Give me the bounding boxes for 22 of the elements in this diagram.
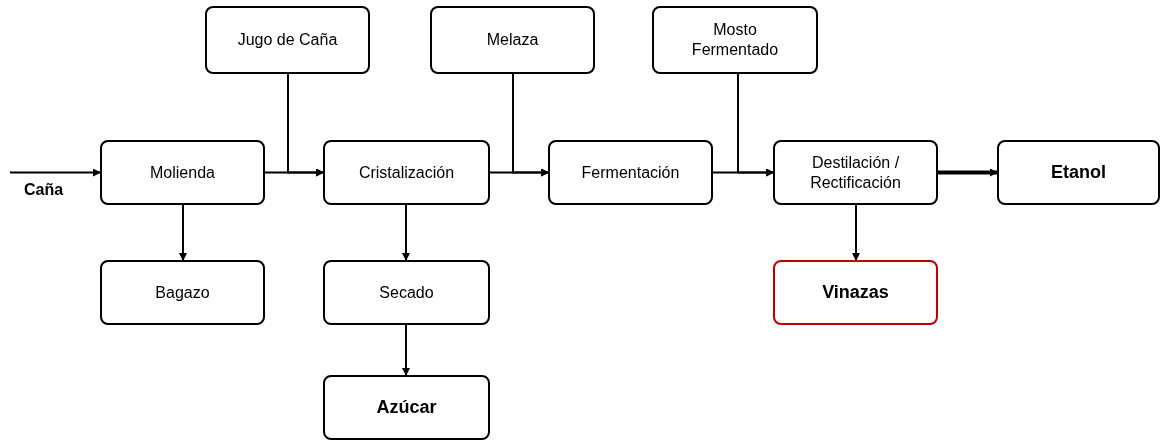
process-box: Melaza — [430, 6, 595, 74]
arrow — [9, 168, 101, 177]
process-box: Bagazo — [100, 260, 265, 325]
arrow — [402, 204, 410, 261]
arrow — [179, 204, 187, 261]
arrow — [852, 204, 860, 261]
process-box: Mosto Fermentado — [652, 6, 818, 74]
process-box: Cristalización — [323, 140, 490, 205]
arrow — [938, 168, 998, 177]
process-box: Secado — [323, 260, 490, 325]
arrow — [402, 324, 410, 376]
process-box: Fermentación — [548, 140, 713, 205]
process-box: Molienda — [100, 140, 265, 205]
process-box: Azúcar — [323, 375, 490, 440]
input-label: Caña — [24, 180, 64, 200]
process-box: Destilación / Rectificación — [773, 140, 938, 205]
arrow — [287, 73, 324, 177]
arrow — [737, 73, 774, 177]
arrow — [512, 73, 549, 177]
process-box: Etanol — [997, 140, 1160, 205]
process-box: Jugo de Caña — [205, 6, 370, 74]
process-box: Vinazas — [773, 260, 938, 325]
